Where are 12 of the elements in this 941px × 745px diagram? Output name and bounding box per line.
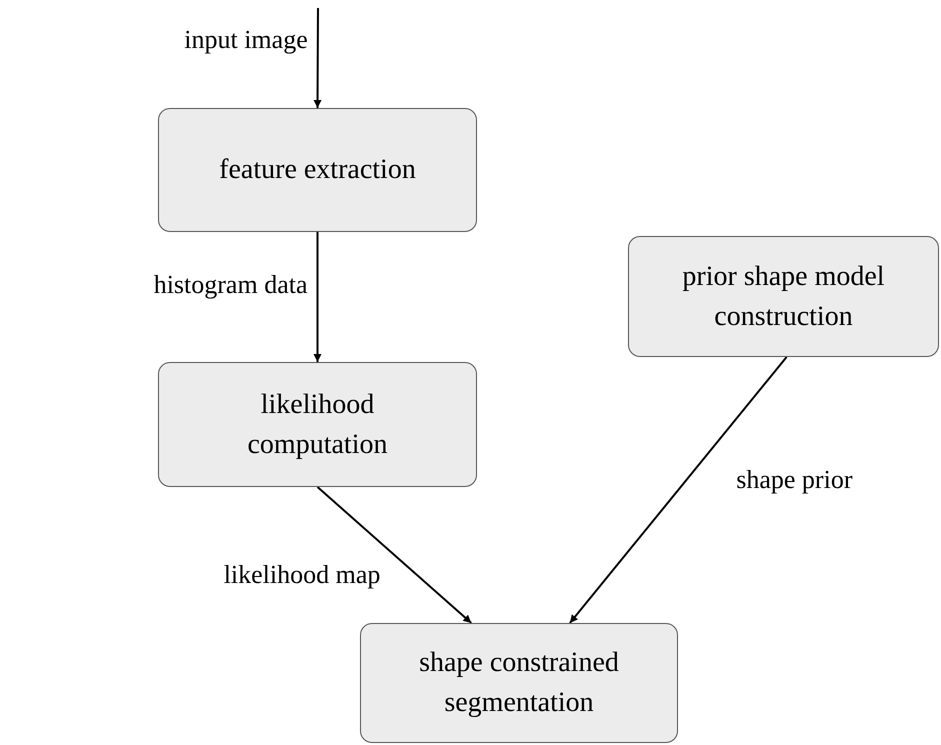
arrow bbox=[314, 8, 322, 108]
box-label: likelihood computation bbox=[246, 388, 388, 462]
process-box bbox=[158, 362, 477, 487]
arrow bbox=[569, 356, 788, 624]
box-label: shape constrained segmentation bbox=[418, 646, 620, 720]
box-label: prior shape model construction bbox=[681, 260, 886, 334]
box-label: feature extraction bbox=[219, 153, 416, 187]
arrow bbox=[316, 486, 472, 624]
process-box bbox=[158, 108, 477, 232]
process-box bbox=[360, 623, 678, 743]
arrow bbox=[314, 232, 322, 362]
process-box bbox=[628, 236, 939, 357]
